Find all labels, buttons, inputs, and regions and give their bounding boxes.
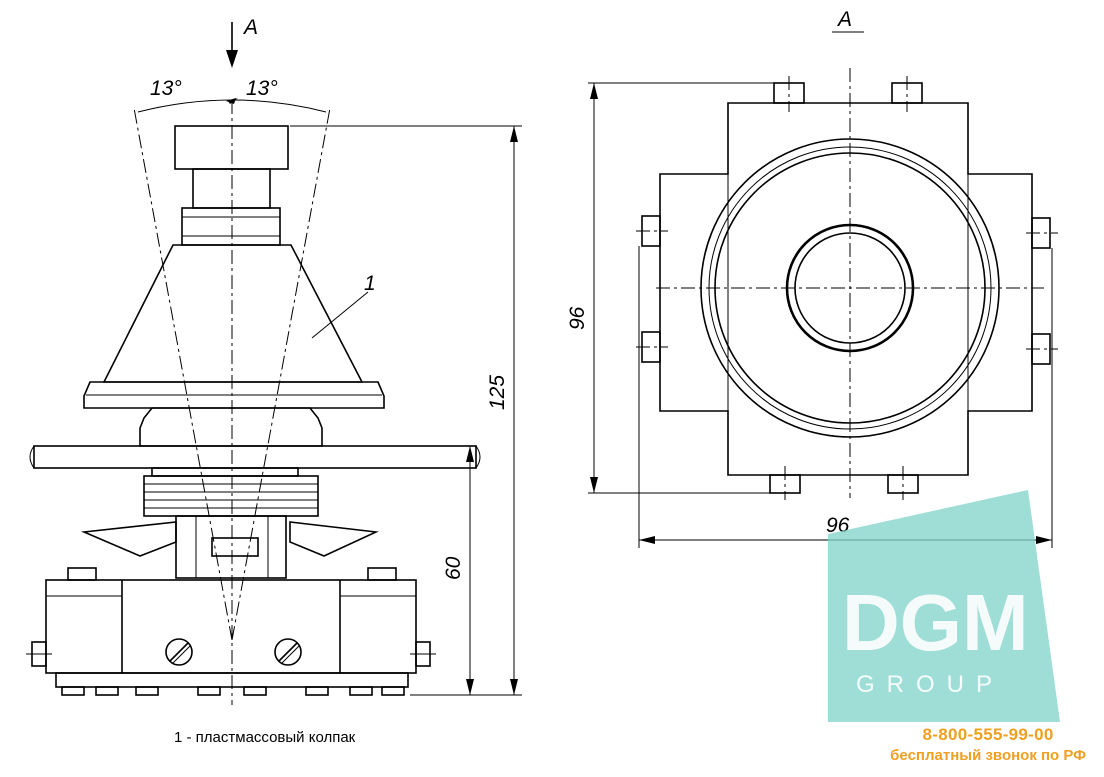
- view-a: А: [566, 8, 1058, 548]
- logo-sub-text: GROUP: [856, 671, 1004, 698]
- side-view: А 13° 13° 1: [26, 16, 522, 705]
- contact-phone[interactable]: 8-800-555-99-00: [922, 725, 1054, 744]
- logo-main-text: DGM: [842, 578, 1029, 667]
- dgm-group-logo: DGM GROUP: [828, 490, 1060, 722]
- view-arrow-label: А: [242, 16, 258, 39]
- angle-left-label: 13°: [150, 77, 182, 100]
- figure-caption: 1 - пластмассовый колпак: [174, 729, 356, 746]
- dim-height-lower: 60: [442, 556, 465, 580]
- dim-height-total: 125: [486, 375, 509, 410]
- dim-height-top: 96: [566, 306, 589, 330]
- contact-block: 8-800-555-99-00 бесплатный звонок по РФ: [890, 725, 1086, 764]
- view-title: А: [836, 8, 852, 31]
- angle-right-label: 13°: [246, 77, 278, 100]
- part-number-label: 1: [364, 272, 376, 295]
- contact-note: бесплатный звонок по РФ: [890, 747, 1086, 764]
